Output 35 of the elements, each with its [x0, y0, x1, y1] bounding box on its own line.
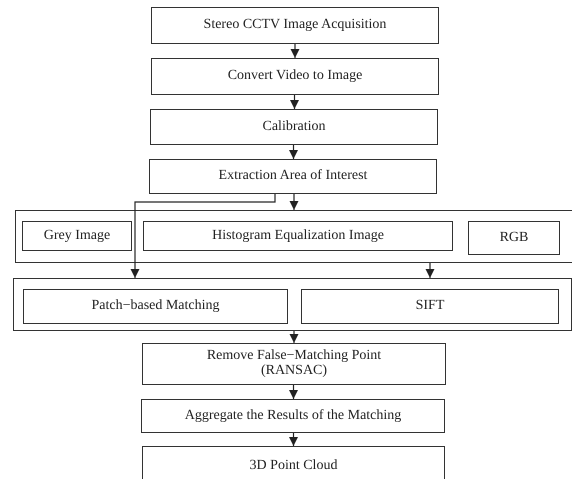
arrow: [290, 44, 300, 58]
process-box: [301, 289, 559, 324]
node-label: Remove False−Matching Point (RANSAC): [206, 349, 382, 379]
arrow: [290, 331, 298, 343]
process-box: [22, 221, 132, 251]
process-box: [23, 289, 288, 324]
node-label: Convert Video to Image: [228, 69, 362, 84]
arrow: [289, 433, 298, 446]
node-label: RGB: [500, 230, 528, 246]
arrow: [130, 194, 276, 278]
arrow: [289, 145, 298, 159]
arrow: [290, 194, 298, 210]
node-label: 3D Point Cloud: [250, 458, 338, 474]
process-box: [468, 221, 560, 255]
arrow: [426, 263, 434, 278]
node-label: Histogram Equalization Image: [212, 228, 384, 244]
node-label: Patch−based Matching: [91, 299, 220, 314]
node-label: Calibration: [262, 120, 326, 134]
process-box: [143, 221, 453, 251]
process-box: [151, 7, 439, 44]
process-box: [141, 399, 445, 433]
node-label: SIFT: [416, 299, 444, 314]
arrow: [290, 95, 299, 109]
process-box: [151, 58, 439, 95]
arrow: [289, 385, 298, 399]
node-label: Extraction Area of Interest: [218, 169, 368, 184]
process-box: [149, 159, 437, 194]
process-box: [150, 109, 438, 145]
node-label: Grey Image: [44, 228, 110, 244]
process-box: [142, 343, 446, 385]
process-box: [142, 446, 445, 479]
group-box: [15, 210, 572, 263]
node-label: Stereo CCTV Image Acquisition: [204, 18, 386, 33]
node-label: Aggregate the Results of the Matching: [184, 408, 402, 424]
group-box: [13, 278, 572, 331]
